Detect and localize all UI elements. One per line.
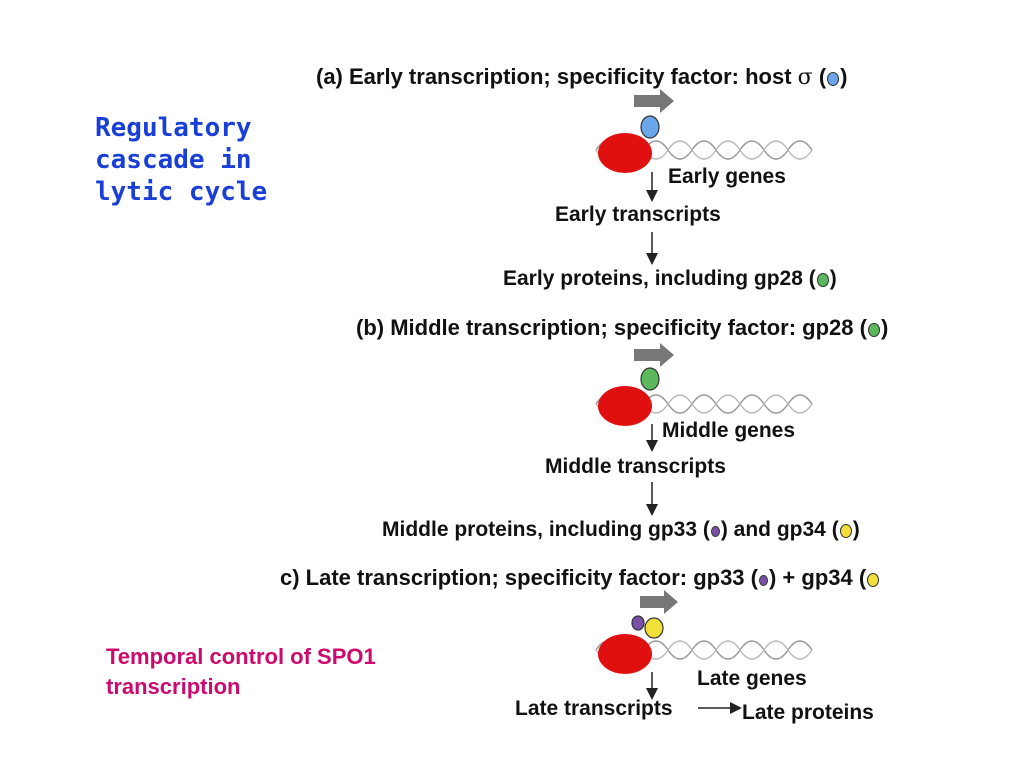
late-transcripts-label: Late transcripts — [515, 697, 673, 720]
promoter-arrow-b — [634, 343, 674, 367]
panel-b-heading-close: ) — [880, 315, 889, 340]
middle-proteins-mid: ) and gp34 ( — [720, 518, 839, 541]
gp33-c — [631, 615, 645, 631]
panel-a-heading-text: (a) Early transcription; specificity fac… — [316, 64, 798, 89]
caption-line-1: Temporal control of SPO1 — [106, 644, 376, 669]
panel-a-paren-open: ( — [812, 64, 827, 89]
late-proteins-label: Late proteins — [742, 701, 874, 724]
middle-proteins-label: Middle proteins, including gp33 ( ) and g… — [382, 519, 860, 540]
gp34-c — [644, 617, 664, 639]
panel-b-heading-text: (b) Middle transcription; specificity fa… — [356, 315, 867, 340]
promoter-arrow-a — [634, 89, 674, 113]
middle-transcripts-label: Middle transcripts — [545, 455, 726, 478]
side-title: Regulatory cascade in lytic cycle — [95, 112, 285, 208]
gp28-b — [640, 367, 660, 391]
early-proteins-close: ) — [829, 267, 837, 290]
caption: Temporal control of SPO1 transcription — [106, 642, 376, 702]
early-transcripts-label: Early transcripts — [555, 203, 721, 226]
early-genes-label: Early genes — [668, 165, 786, 188]
early-proteins-label: Early proteins, including gp28 () — [503, 268, 837, 289]
panel-c-heading-mid: ) + gp34 ( — [768, 565, 867, 590]
sigma-symbol: σ — [797, 65, 813, 90]
gp33-dot — [710, 526, 720, 537]
late-genes-label: Late genes — [697, 667, 807, 690]
gp33-heading-dot — [758, 575, 768, 586]
panel-a-heading: (a) Early transcription; specificity fac… — [316, 66, 847, 89]
panel-c-graphic — [595, 590, 813, 714]
side-title-line-1: Regulatory — [95, 113, 252, 143]
gp34-dot — [839, 524, 852, 538]
panel-b-graphic — [595, 343, 813, 516]
rna-polymerase-c — [598, 634, 652, 674]
panel-b-heading: (b) Middle transcription; specificity fa… — [356, 317, 888, 339]
side-title-line-2: cascade in — [95, 145, 252, 175]
middle-genes-label: Middle genes — [662, 419, 796, 442]
panel-a-graphic — [595, 89, 813, 265]
caption-line-2: transcription — [106, 674, 241, 699]
host-sigma-a — [640, 115, 660, 139]
gp34-heading-dot — [867, 573, 880, 587]
middle-proteins-text: Middle proteins, including gp33 ( — [382, 518, 710, 541]
rna-polymerase-a — [598, 133, 652, 173]
panel-c-heading-text: c) Late transcription; specificity facto… — [280, 565, 758, 590]
side-title-line-3: lytic cycle — [95, 177, 268, 207]
panel-c-heading: c) Late transcription; specificity facto… — [280, 567, 880, 589]
rna-polymerase-b — [598, 386, 652, 426]
promoter-arrow-c — [640, 590, 678, 614]
middle-proteins-close: ) — [852, 518, 860, 541]
host-sigma-dot — [827, 72, 840, 86]
panel-a-paren-close: ) — [840, 64, 848, 89]
early-proteins-text: Early proteins, including gp28 ( — [503, 267, 816, 290]
gp28-heading-dot — [867, 323, 880, 337]
gp28-dot — [816, 273, 829, 287]
